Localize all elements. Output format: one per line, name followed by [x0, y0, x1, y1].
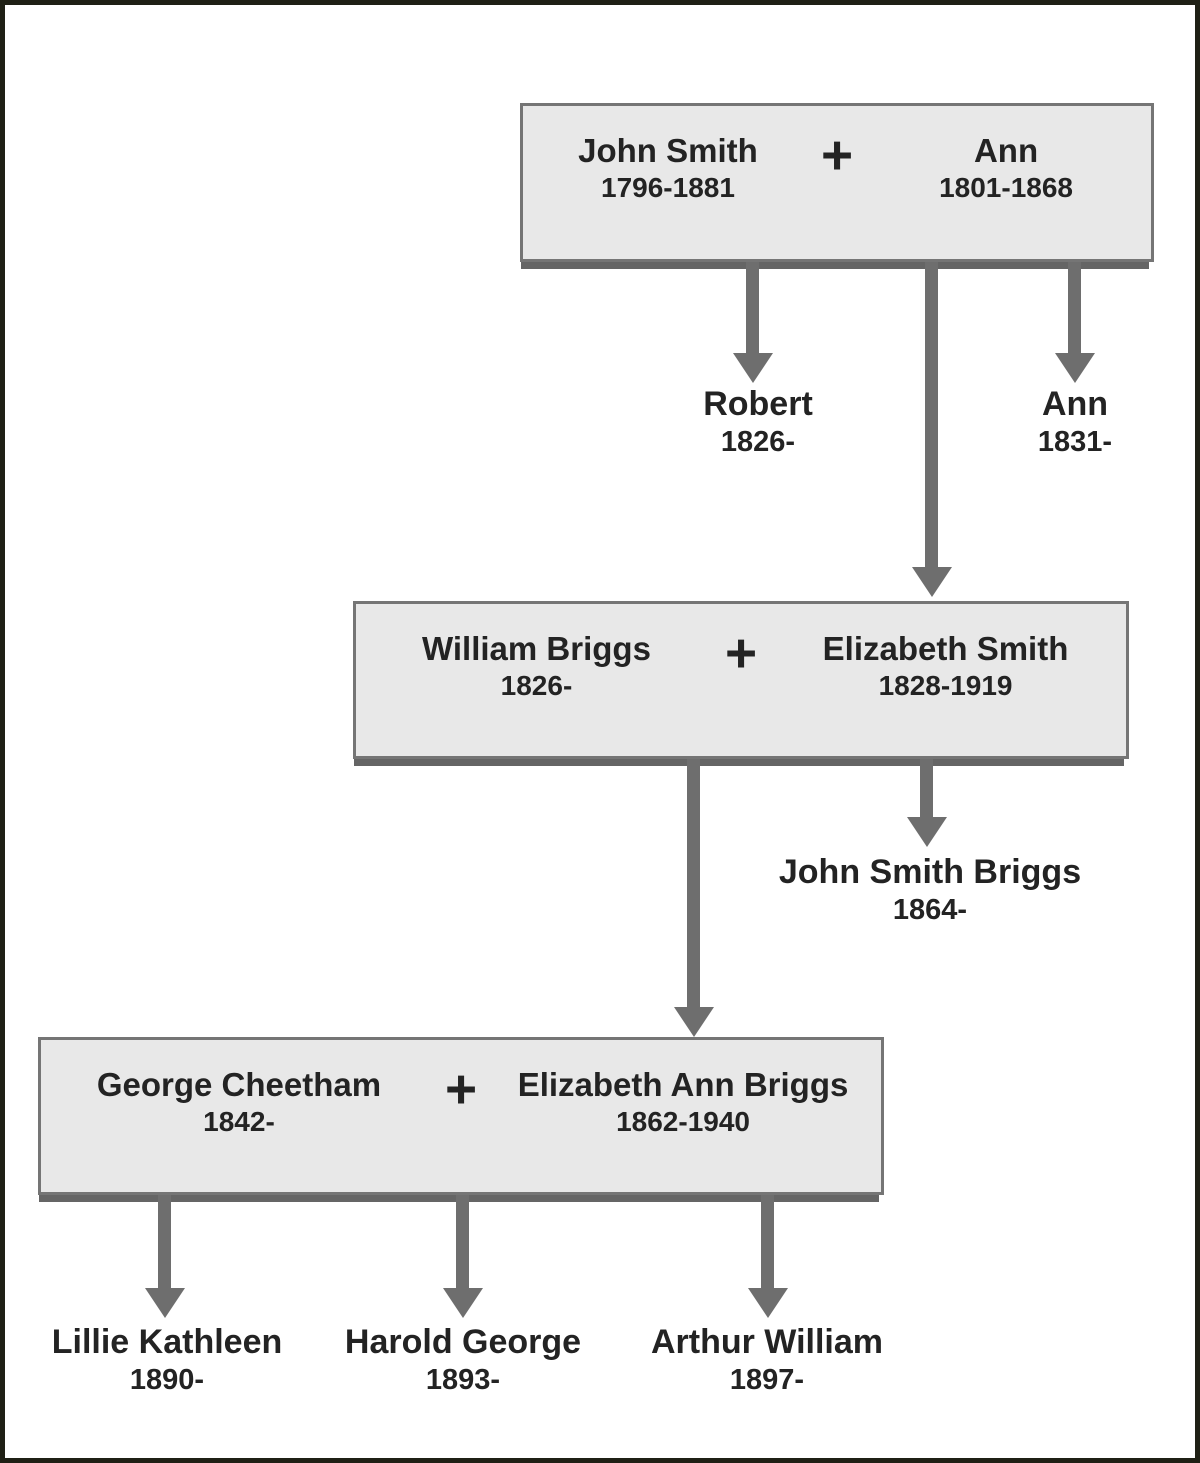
couple-box-george-cheetham-elizabeth-ann-briggs: George Cheetham 1842- + Elizabeth Ann Br… — [38, 1037, 884, 1195]
marriage-plus-icon: + — [820, 124, 854, 186]
arrow-head-icon — [907, 817, 947, 847]
person-dates: 1862-1940 — [616, 1105, 750, 1137]
arrow-to-ann-jr — [1055, 262, 1095, 383]
person-william-briggs: William Briggs 1826- — [356, 630, 717, 703]
child-name: Ann — [1041, 385, 1109, 423]
child-label-john-smith-briggs: John Smith Briggs 1864- — [760, 853, 1100, 930]
arrow-head-icon — [443, 1288, 483, 1318]
couple-box-john-smith-ann: John Smith 1796-1881 + Ann 1801-1868 — [520, 103, 1154, 262]
child-name: Lillie Kathleen — [51, 1323, 283, 1361]
arrow-shaft — [925, 262, 938, 571]
arrow-to-john-smith-briggs — [907, 759, 947, 847]
arrow-to-couple-3 — [674, 759, 714, 1037]
arrow-head-icon — [733, 353, 773, 383]
child-name: John Smith Briggs — [778, 853, 1082, 891]
child-label-harold-george: Harold George 1893- — [293, 1323, 633, 1400]
child-label-lillie-kathleen: Lillie Kathleen 1890- — [5, 1323, 337, 1400]
person-dates: 1842- — [203, 1105, 275, 1137]
arrow-to-robert — [733, 262, 773, 383]
child-label-arthur-william: Arthur William 1897- — [597, 1323, 937, 1400]
person-dates: 1801-1868 — [939, 171, 1073, 203]
child-dates: 1897- — [729, 1364, 805, 1397]
person-name: Elizabeth Smith — [822, 630, 1069, 667]
arrow-head-icon — [748, 1288, 788, 1318]
child-dates: 1864- — [892, 894, 968, 927]
person-john-smith: John Smith 1796-1881 — [523, 132, 813, 205]
person-name: Elizabeth Ann Briggs — [517, 1066, 849, 1103]
arrow-to-couple-2 — [912, 262, 952, 597]
person-dates: 1828-1919 — [878, 669, 1013, 701]
marriage-plus-icon: + — [444, 1058, 478, 1120]
child-label-robert: Robert 1826- — [588, 385, 928, 462]
arrow-head-icon — [145, 1288, 185, 1318]
child-dates: 1826- — [720, 426, 796, 459]
arrow-shaft — [1068, 262, 1081, 357]
person-george-cheetham: George Cheetham 1842- — [41, 1066, 437, 1139]
person-name: John Smith — [578, 132, 758, 169]
arrow-shaft — [456, 1195, 469, 1292]
arrow-shaft — [761, 1195, 774, 1292]
child-dates: 1893- — [425, 1364, 501, 1397]
person-name: George Cheetham — [96, 1066, 382, 1103]
arrow-shaft — [158, 1195, 171, 1292]
person-dates: 1796-1881 — [601, 171, 735, 203]
person-dates: 1826- — [500, 669, 573, 701]
arrow-head-icon — [674, 1007, 714, 1037]
child-dates: 1890- — [129, 1364, 205, 1397]
arrow-shaft — [920, 759, 933, 821]
arrow-to-harold-george — [443, 1195, 483, 1318]
person-elizabeth-smith: Elizabeth Smith 1828-1919 — [765, 630, 1126, 703]
arrow-head-icon — [912, 567, 952, 597]
person-ann-sr: Ann 1801-1868 — [861, 132, 1151, 205]
child-name: Harold George — [344, 1323, 582, 1361]
person-elizabeth-ann-briggs: Elizabeth Ann Briggs 1862-1940 — [485, 1066, 881, 1139]
arrow-head-icon — [1055, 353, 1095, 383]
arrow-to-arthur-william — [748, 1195, 788, 1318]
marriage-plus-icon: + — [724, 622, 758, 684]
child-label-ann-jr: Ann 1831- — [905, 385, 1195, 462]
child-dates: 1831- — [1037, 426, 1113, 459]
arrow-to-lillie-kathleen — [145, 1195, 185, 1318]
child-name: Robert — [703, 385, 813, 423]
arrow-shaft — [687, 759, 700, 1011]
child-name: Arthur William — [650, 1323, 884, 1361]
arrow-shaft — [746, 262, 759, 357]
couple-box-william-briggs-elizabeth-smith: William Briggs 1826- + Elizabeth Smith 1… — [353, 601, 1129, 759]
person-name: William Briggs — [422, 630, 651, 667]
person-name: Ann — [973, 132, 1039, 169]
